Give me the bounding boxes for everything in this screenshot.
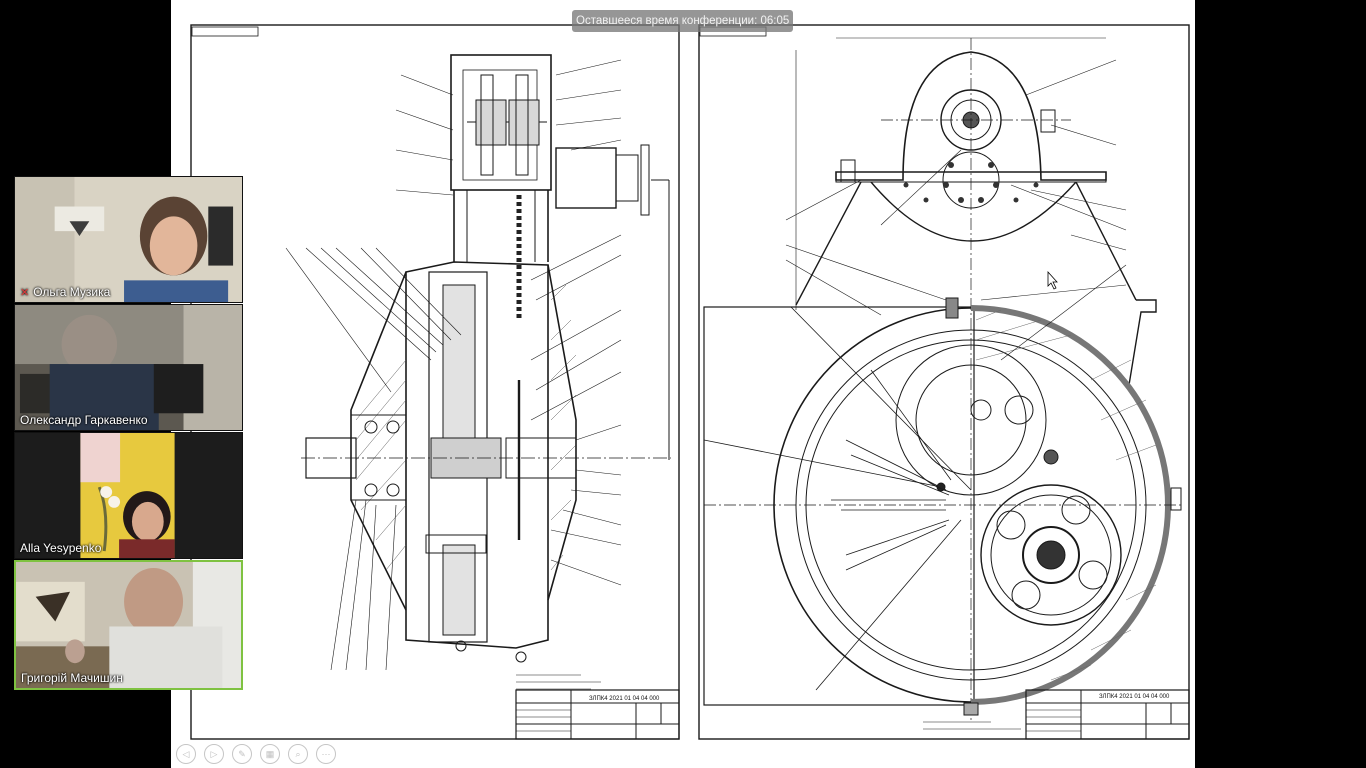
- cursor-icon: [1047, 270, 1058, 290]
- participant-video: [15, 305, 242, 430]
- participant-tile-active-speaker[interactable]: Григорій Мачишин: [14, 560, 243, 690]
- pen-icon[interactable]: ✎: [232, 744, 252, 764]
- participant-name: Alla Yesypenko: [20, 541, 102, 555]
- right-stamp-text: ЗЛПК4 2021 01 04 04 000: [1099, 694, 1170, 700]
- participant-name: Олександр Гаркавенко: [20, 413, 148, 427]
- slide-toolbar: ◁ ▷ ✎ ▦ ⌕ ⋯: [176, 744, 336, 764]
- left-sheet: [190, 24, 680, 740]
- participant-video: [16, 562, 241, 688]
- slides-icon[interactable]: ▦: [260, 744, 280, 764]
- participant-tile[interactable]: Олександр Гаркавенко: [14, 304, 243, 431]
- participant-tile[interactable]: Alla Yesypenko: [14, 432, 243, 559]
- participant-name: Григорій Мачишин: [21, 671, 123, 685]
- shared-screen: ЗЛПК4 2021 01 04 04 000: [171, 0, 1195, 768]
- technical-drawing: ЗЛПК4 2021 01 04 04 000: [190, 24, 1190, 740]
- left-stamp-text: ЗЛПК4 2021 01 04 04 000: [589, 696, 660, 702]
- mic-muted-icon: ✕: [20, 287, 30, 299]
- next-icon[interactable]: ▷: [204, 744, 224, 764]
- zoom-icon[interactable]: ⌕: [288, 744, 308, 764]
- participant-name-text: Ольга Музика: [33, 285, 111, 299]
- participant-video: [15, 433, 242, 558]
- participant-video: [15, 177, 242, 302]
- participant-name: ✕Ольга Музика: [20, 285, 110, 299]
- participant-tile[interactable]: ✕Ольга Музика: [14, 176, 243, 303]
- more-icon[interactable]: ⋯: [316, 744, 336, 764]
- right-sheet: [698, 24, 1190, 740]
- conference-timer: Оставшееся время конференции: 06:05: [572, 10, 794, 32]
- prev-icon[interactable]: ◁: [176, 744, 196, 764]
